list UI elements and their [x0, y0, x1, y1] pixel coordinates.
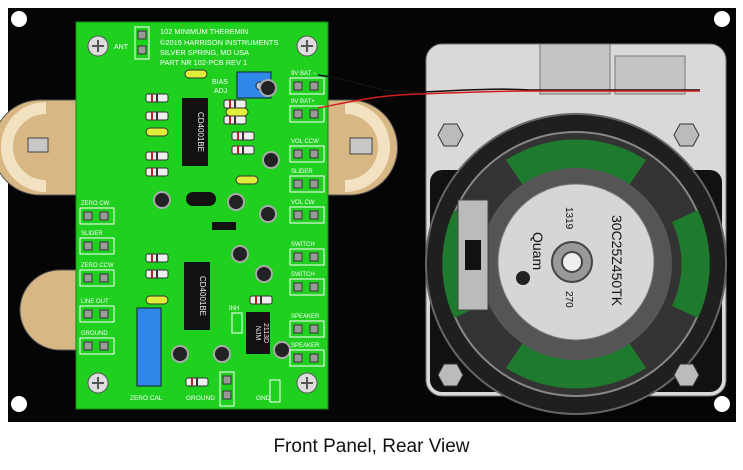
- speaker-brand: Quam: [530, 232, 546, 270]
- ic-u3-label-1: NJM: [254, 326, 261, 341]
- capacitor: [262, 151, 280, 169]
- terminal-label: GROUND: [81, 331, 108, 337]
- speaker-terminal-strip: [539, 43, 611, 95]
- capacitor: [255, 265, 273, 283]
- capacitor: [259, 79, 277, 97]
- led: [145, 127, 169, 137]
- capacitor: [259, 205, 277, 223]
- ground-bottom-label: GROUND: [186, 395, 215, 402]
- speaker-code-2: 270: [563, 291, 574, 308]
- passive-components: [145, 69, 291, 387]
- ic-u1: [182, 98, 208, 166]
- pcb-screws: [87, 35, 318, 394]
- led: [184, 69, 208, 79]
- title-line-4: PART NR 102-PCB REV 1: [160, 58, 247, 67]
- panel-illustration: ANT 102 MINIMUM THEREMIN ©2016 HARRISON …: [0, 8, 736, 422]
- terminal-block: VOL CW: [289, 200, 325, 224]
- zero-cal-trimmer: [136, 307, 162, 387]
- inh-label: INH: [229, 306, 239, 312]
- ic-u2: [184, 262, 210, 330]
- battery-wire-red: [317, 90, 700, 109]
- bias-label-2: ADJ: [214, 88, 227, 95]
- terminal-block: 9V BAT −: [289, 71, 325, 95]
- terminal-block: SPEAKER: [289, 314, 325, 338]
- terminal-label: LINE OUT: [81, 299, 109, 305]
- terminal-label: ZERO CW: [81, 201, 110, 207]
- diode: [212, 222, 236, 230]
- terminal-block: SWITCH: [289, 242, 325, 266]
- title-line-2: ©2016 HARRISON INSTRUMENTS: [160, 38, 278, 47]
- capacitor: [273, 341, 291, 359]
- gnd-label: GND: [256, 395, 271, 402]
- led: [235, 175, 259, 185]
- terminal-block: 9V BAT+: [289, 99, 325, 123]
- terminal-label: SPEAKER: [291, 314, 320, 320]
- capacitor: [171, 345, 189, 363]
- panel-mount-holes: [11, 11, 730, 412]
- title-block: 102 MINIMUM THEREMIN ©2016 HARRISON INST…: [160, 27, 278, 67]
- speaker-model: 30C25Z450TK: [609, 215, 625, 307]
- terminal-block: SWITCH: [289, 272, 325, 296]
- left-potentiometers: [0, 99, 79, 351]
- terminal-block: SLIDER: [289, 169, 325, 193]
- led: [225, 107, 249, 117]
- ic-u3-label-2: 2113D: [262, 323, 269, 343]
- left-terminals: ZERO CW SLIDER ZERO CCW LINE OUT GROUND: [79, 201, 115, 355]
- capacitor: [227, 193, 245, 211]
- speaker-nuts: [437, 123, 700, 387]
- ant-label: ANT: [114, 44, 129, 51]
- capacitor: [213, 345, 231, 363]
- right-terminals: 9V BAT − 9V BAT+ VOL CCW SLIDER VOL CW SWITCH…: [289, 71, 325, 367]
- ic-u3: [246, 312, 270, 354]
- capacitor: [231, 245, 249, 263]
- terminal-label: VOL CW: [291, 200, 315, 206]
- speaker-assembly: Quam 30C25Z450TK 1319 270: [425, 43, 727, 415]
- terminal-block: ZERO CCW: [79, 263, 115, 287]
- terminal-label: SLIDER: [291, 169, 313, 175]
- terminal-label: SWITCH: [291, 242, 315, 248]
- terminal-label: VOL CCW: [291, 139, 319, 145]
- terminal-block: SLIDER: [79, 231, 115, 255]
- terminal-label: SWITCH: [291, 272, 315, 278]
- terminal-block: VOL CCW: [289, 139, 325, 163]
- terminal-block: GROUND: [79, 331, 115, 355]
- terminal-label: 9V BAT+: [291, 99, 315, 105]
- terminal-block: ZERO CW: [79, 201, 115, 225]
- title-line-3: SILVER SPRING, MD USA: [160, 48, 249, 57]
- ic-u1-label: CD4001BE: [196, 112, 205, 152]
- capacitor: [153, 191, 171, 209]
- battery-wire-black: [317, 74, 700, 94]
- terminal-block: SPEAKER: [289, 343, 325, 367]
- zero-cal-label: ZERO CAL: [130, 395, 163, 402]
- terminal-block: LINE OUT: [79, 299, 115, 323]
- ic-u2-label: CD4001BE: [198, 276, 207, 316]
- speaker-code-1: 1319: [563, 207, 574, 230]
- figure-caption: Front Panel, Rear View: [273, 436, 470, 457]
- led: [145, 295, 169, 305]
- terminal-label: SLIDER: [81, 231, 103, 237]
- terminal-label: ZERO CCW: [81, 263, 114, 269]
- title-line-1: 102 MINIMUM THEREMIN: [160, 27, 248, 36]
- terminal-label: SPEAKER: [291, 343, 320, 349]
- terminal-label: 9V BAT −: [291, 71, 317, 77]
- right-potentiometer: [327, 99, 398, 196]
- transistor: [186, 192, 216, 206]
- bias-label-1: BIAS: [212, 79, 228, 86]
